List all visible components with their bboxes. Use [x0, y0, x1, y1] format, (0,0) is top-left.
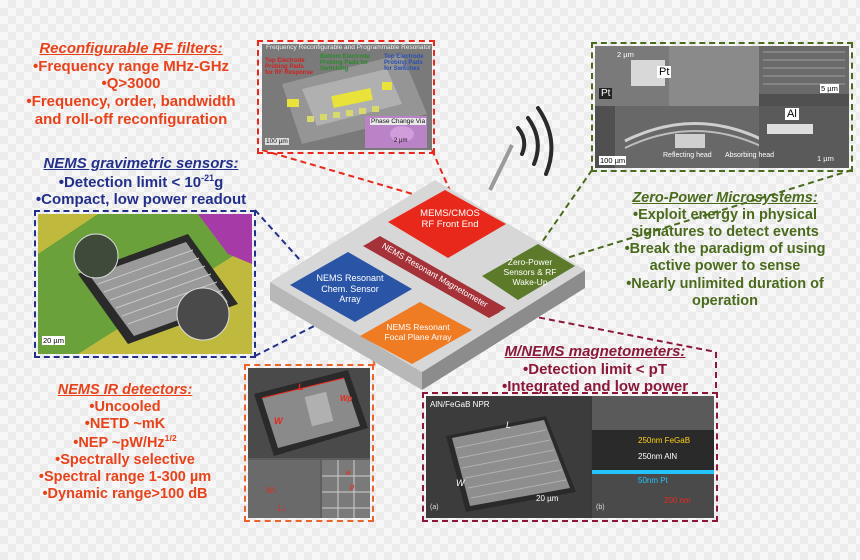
mag-label-w: W	[456, 478, 465, 488]
zp-al-label: Al	[785, 108, 799, 120]
zp-pt-label-2: Pt	[657, 66, 672, 78]
ir-image-frame	[244, 364, 374, 522]
gravimetric-item: •Compact, low power readout	[35, 191, 247, 209]
chip-side-right	[422, 270, 585, 390]
mag-scale-a: 20 µm	[536, 494, 559, 503]
zero-power-item: active power to sense	[649, 258, 801, 275]
ir-item: •Spectrally selective	[55, 452, 195, 469]
rf-image-phase: Phase Change Via	[370, 118, 427, 125]
rf-image-frame	[257, 40, 435, 154]
ir-label-ls: Lₛ	[278, 504, 286, 513]
focal-plane-label: NEMS Resonant Focal Plane Array	[384, 322, 452, 343]
zp-scale-2: 5 µm	[820, 84, 839, 93]
ir-label-p: p	[350, 482, 355, 491]
gravimetric-title: NEMS gravimetric sensors:	[43, 155, 239, 172]
rf-filters-text: Reconfigurable RF filters: •Frequency ra…	[0, 40, 262, 128]
magnetometers-text: M/NEMS magnetometers: •Detection limit <…	[480, 343, 710, 396]
zero-power-item: signatures to detect events	[631, 224, 819, 241]
magnetometers-item: •Detection limit < pT	[522, 360, 668, 378]
magnetometer-micrograph: AlN/FeGaB NPR L W 20 µm (a) 250nm FeGaB …	[426, 396, 714, 518]
rf-image-top-left: Top Electrode Probing Pads for RF Respon…	[265, 58, 314, 76]
ir-title: NEMS IR detectors:	[57, 382, 193, 398]
ir-label-a: a	[346, 468, 351, 477]
rf-filters-title: Reconfigurable RF filters:	[39, 40, 223, 57]
ir-item: •NEP ~pW/Hz1/2	[73, 433, 177, 452]
zp-absorb-label: Absorbing head	[725, 152, 775, 159]
ir-item: •Uncooled	[89, 399, 161, 416]
zp-reflect-label: Reflecting head	[663, 152, 712, 159]
ir-micrograph: L W Wp Wₛ Lₛ a p	[248, 368, 370, 518]
antenna-mast	[488, 144, 514, 191]
antenna-icon	[516, 106, 554, 176]
ir-label-wp: Wp	[340, 394, 353, 403]
mag-sample-label: AlN/FeGaB NPR	[430, 400, 490, 409]
magnetometers-title: M/NEMS magnetometers:	[504, 343, 686, 360]
zero-power-item: •Break the paradigm of using	[624, 241, 826, 258]
zero-power-micrograph: Pt Pt Al 2 µm 5 µm 100 µm 1 µm Reflectin…	[595, 46, 849, 168]
ir-item: •Dynamic range>100 dB	[42, 486, 208, 503]
gravimetric-text: NEMS gravimetric sensors: •Detection lim…	[10, 155, 272, 209]
rf-filters-item: and roll-off reconfiguration	[34, 110, 228, 128]
ir-item: •Spectral range 1-300 µm	[38, 469, 212, 486]
rf-filter-micrograph: Frequency Reconfigurable and Programmabl…	[262, 44, 432, 150]
ir-label-ws: Wₛ	[266, 486, 277, 495]
rf-image-header: Frequency Reconfigurable and Programmabl…	[266, 44, 432, 51]
gravimetric-item: •Detection limit < 10-21g	[58, 172, 224, 191]
mag-label-l: L	[506, 420, 512, 430]
mag-panel-a: (a)	[430, 504, 439, 511]
zero-power-item: •Exploit energy in physical	[633, 207, 817, 224]
zp-scale-3: 100 µm	[599, 156, 627, 165]
zero-power-title: Zero-Power Microsystems:	[632, 190, 818, 206]
rf-image-scale-2: 2 µm	[394, 138, 408, 144]
zero-power-item: •Nearly unlimited duration of	[626, 275, 824, 292]
zero-power-label: Zero-Power Sensors & RF Wake-Up	[503, 257, 557, 288]
ir-label-w: W	[274, 416, 283, 426]
mag-pt-label: 50nm Pt	[638, 476, 668, 485]
rf-image-top-mid: Bottom Electrode Probing Pads for Switch…	[320, 54, 371, 72]
rf-filters-item: •Frequency, order, bandwidth	[26, 93, 236, 111]
zp-pt-label-1: Pt	[599, 88, 613, 99]
zero-power-block	[482, 244, 575, 300]
mag-aln-label: 250nm AlN	[638, 452, 678, 461]
gravimetric-image-frame	[34, 210, 256, 358]
mag-panel-b: (b)	[596, 504, 605, 511]
magnetometer-strip-2	[370, 236, 506, 314]
ir-detectors-text: NEMS IR detectors: •Uncooled •NETD ~mK •…	[0, 382, 250, 504]
magnetometer-strip	[363, 240, 500, 318]
rf-filters-item: •Q>3000	[101, 75, 161, 93]
mag-fegab-label: 250nm FeGaB	[638, 436, 691, 445]
ir-item: •NETD ~mK	[84, 416, 166, 433]
rf-image-scale: 100 µm	[265, 138, 289, 145]
mems-cmos-block	[388, 190, 506, 258]
focal-plane-block	[360, 302, 472, 364]
chem-sensor-block	[290, 252, 412, 322]
zp-scale-1: 2 µm	[617, 50, 634, 59]
gravimetric-micrograph: 20 µm	[38, 214, 252, 354]
zero-power-text: Zero-Power Microsystems: •Exploit energy…	[590, 190, 860, 310]
chem-sensor-label: NEMS Resonant Chem. Sensor Array	[316, 273, 384, 305]
zp-scale-4: 1 µm	[817, 154, 834, 163]
zero-power-item: operation	[691, 292, 759, 309]
ir-label-l: L	[298, 382, 304, 392]
rf-image-top-right: Top Electrode Probing Pads for Switches	[384, 54, 424, 72]
zero-power-image-frame	[591, 42, 853, 172]
mems-cmos-label: MEMS/CMOS RF Front End	[420, 208, 480, 231]
chip-side-left	[270, 282, 422, 390]
grav-scale: 20 µm	[42, 336, 65, 345]
mag-scale-b: 200 nm	[664, 496, 691, 505]
rf-filters-item: •Frequency range MHz-GHz	[32, 57, 230, 75]
magnetometer-image-frame	[422, 392, 718, 522]
magnetometers-item: •Integrated and low power	[501, 378, 689, 396]
